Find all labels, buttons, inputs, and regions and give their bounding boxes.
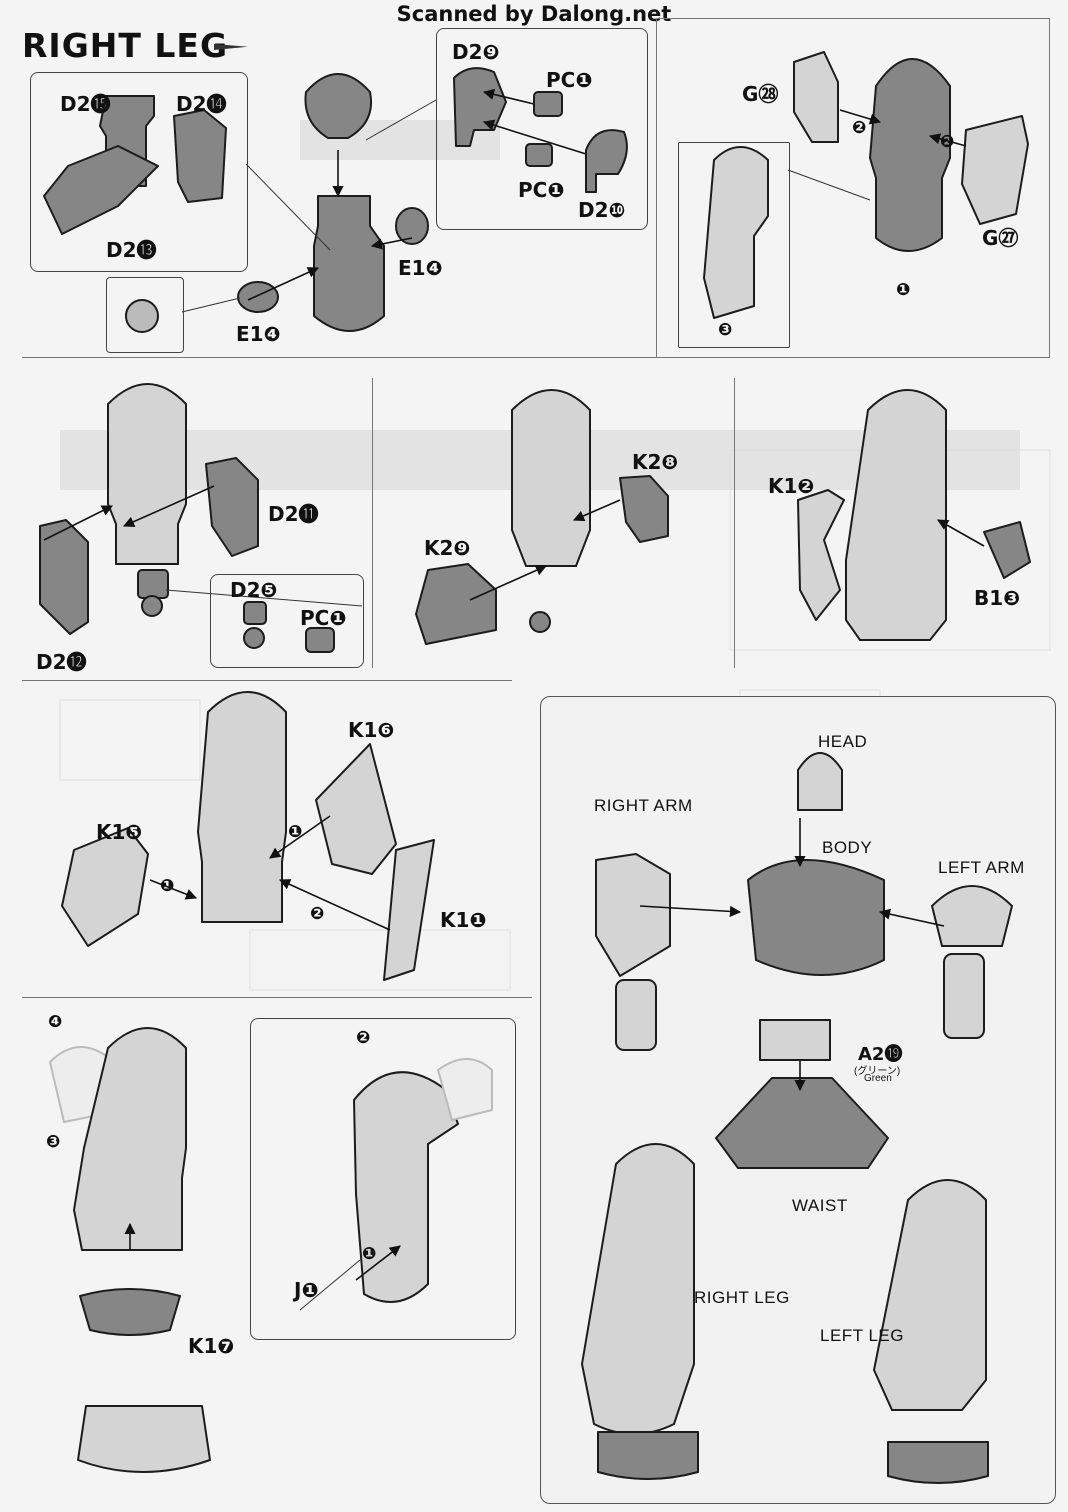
page-title: RIGHT LEG: [22, 26, 229, 65]
divider-row-2: [22, 680, 512, 681]
part-label: A2⓳: [858, 1044, 903, 1065]
subassembly-box-1: [30, 72, 248, 272]
part-label: K2❾: [424, 536, 471, 560]
part-label: J❶: [294, 1278, 319, 1302]
assembly-label-right-arm: RIGHT ARM: [594, 796, 693, 815]
part-label: B1❸: [974, 586, 1021, 610]
scan-credit: Scanned by Dalong.net: [396, 2, 672, 26]
part-label: K1❼: [188, 1334, 235, 1358]
part-label: D2⓬: [36, 650, 87, 674]
divider-col-2: [734, 378, 735, 668]
title-underline: [214, 44, 248, 50]
part-label: K2❽: [632, 450, 679, 474]
assembly-label-left-leg: LEFT LEG: [820, 1326, 904, 1345]
part-label: D2⓯: [60, 92, 111, 116]
subassembly-box-2: [436, 28, 648, 230]
step-number: ❹: [48, 1012, 63, 1032]
divider-col-1: [372, 378, 373, 668]
part-label: D2⓫: [268, 502, 319, 526]
part-label: G㉗: [982, 226, 1019, 250]
part-label: D2❾: [452, 40, 500, 64]
assembly-label-head: HEAD: [818, 732, 868, 751]
divider-row-1: [22, 357, 1044, 358]
subassembly-box-4: [210, 574, 364, 668]
step-number: ❷: [852, 118, 867, 138]
part-label: K1❺: [96, 820, 143, 844]
step-number: ❶: [288, 822, 303, 842]
step-number: ❷: [940, 132, 955, 152]
part-label: PC❶: [300, 606, 347, 630]
detail-box-3: [678, 142, 790, 348]
part-label: D2⓭: [106, 238, 157, 262]
step-number: ❶: [160, 876, 175, 896]
step-number: ❶: [896, 280, 911, 300]
step-number: ❸: [718, 320, 733, 340]
divider-row-3: [22, 997, 532, 998]
detail-box-8: [250, 1018, 516, 1340]
part-label: D2⓮: [176, 92, 227, 116]
step-number: ❶: [362, 1244, 377, 1264]
part-color-jp: (グリーン): [854, 1066, 901, 1077]
step-number: ❷: [310, 904, 325, 924]
part-color-en: Green: [864, 1073, 892, 1084]
assembly-label-waist: WAIST: [792, 1196, 848, 1215]
part-label: K1❷: [768, 474, 815, 498]
part-label: E1❹: [236, 322, 281, 346]
part-label: K1❻: [348, 718, 395, 742]
detail-box-1: [106, 277, 184, 353]
step-frame-3: [656, 18, 1050, 358]
part-label: D2❿: [578, 198, 626, 222]
part-label: D2❺: [230, 578, 278, 602]
assembly-label-left-arm: LEFT ARM: [938, 858, 1025, 877]
assembly-label-body: BODY: [822, 838, 873, 857]
part-label: E1❹: [398, 256, 443, 280]
assembly-label-right-leg: RIGHT LEG: [694, 1288, 790, 1307]
step-number: ❸: [46, 1132, 61, 1152]
part-label: PC❶: [518, 178, 565, 202]
part-label: G㉘: [742, 82, 779, 106]
step-number: ❷: [356, 1028, 371, 1048]
part-label: PC❶: [546, 68, 593, 92]
part-label: K1❶: [440, 908, 487, 932]
